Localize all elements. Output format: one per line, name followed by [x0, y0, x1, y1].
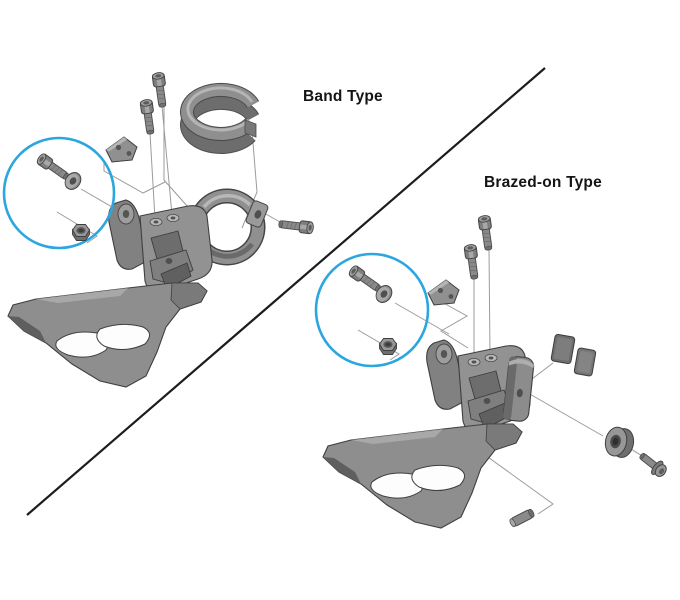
brazed-mounting-bracket — [503, 356, 535, 422]
brazed-backup-plate-2 — [573, 347, 597, 377]
band-chain-guide-cage — [7, 282, 208, 388]
brazed-on-type-label: Brazed-on Type — [484, 174, 602, 191]
band-cable-fixing-plate — [105, 136, 138, 163]
band-adapter-ring — [180, 82, 260, 154]
brazed-mounting-bolt-rear — [477, 214, 496, 252]
band-clamp-bolt — [277, 217, 315, 235]
band-fixing-bolt — [34, 151, 72, 183]
band-leader-lines — [56, 105, 281, 244]
brazed-on-type-assembly — [314, 214, 667, 529]
band-mounting-bolt-rear — [151, 71, 170, 109]
divider-line — [26, 67, 546, 516]
band-derailleur-body — [108, 199, 213, 293]
brazed-backup-plate-1 — [550, 333, 576, 365]
band-mounting-bolt-front — [139, 98, 158, 136]
band-highlight-circle — [2, 136, 116, 250]
brazed-bracket-fixing-bolt — [639, 452, 667, 477]
brazed-bracket-nut — [604, 426, 635, 458]
brazed-cable-fixing-plate — [427, 279, 460, 306]
brazed-chain-guide-cage — [322, 423, 523, 529]
brazed-highlight-circle — [314, 252, 430, 368]
band-nut — [72, 224, 90, 241]
band-type-label: Band Type — [303, 88, 383, 105]
band-type-assembly — [2, 71, 315, 388]
brazed-fixing-bolt — [346, 263, 384, 295]
brazed-nut — [379, 338, 397, 355]
brazed-mounting-bolt-front — [463, 243, 482, 281]
brazed-adjustment-pin — [509, 508, 535, 528]
